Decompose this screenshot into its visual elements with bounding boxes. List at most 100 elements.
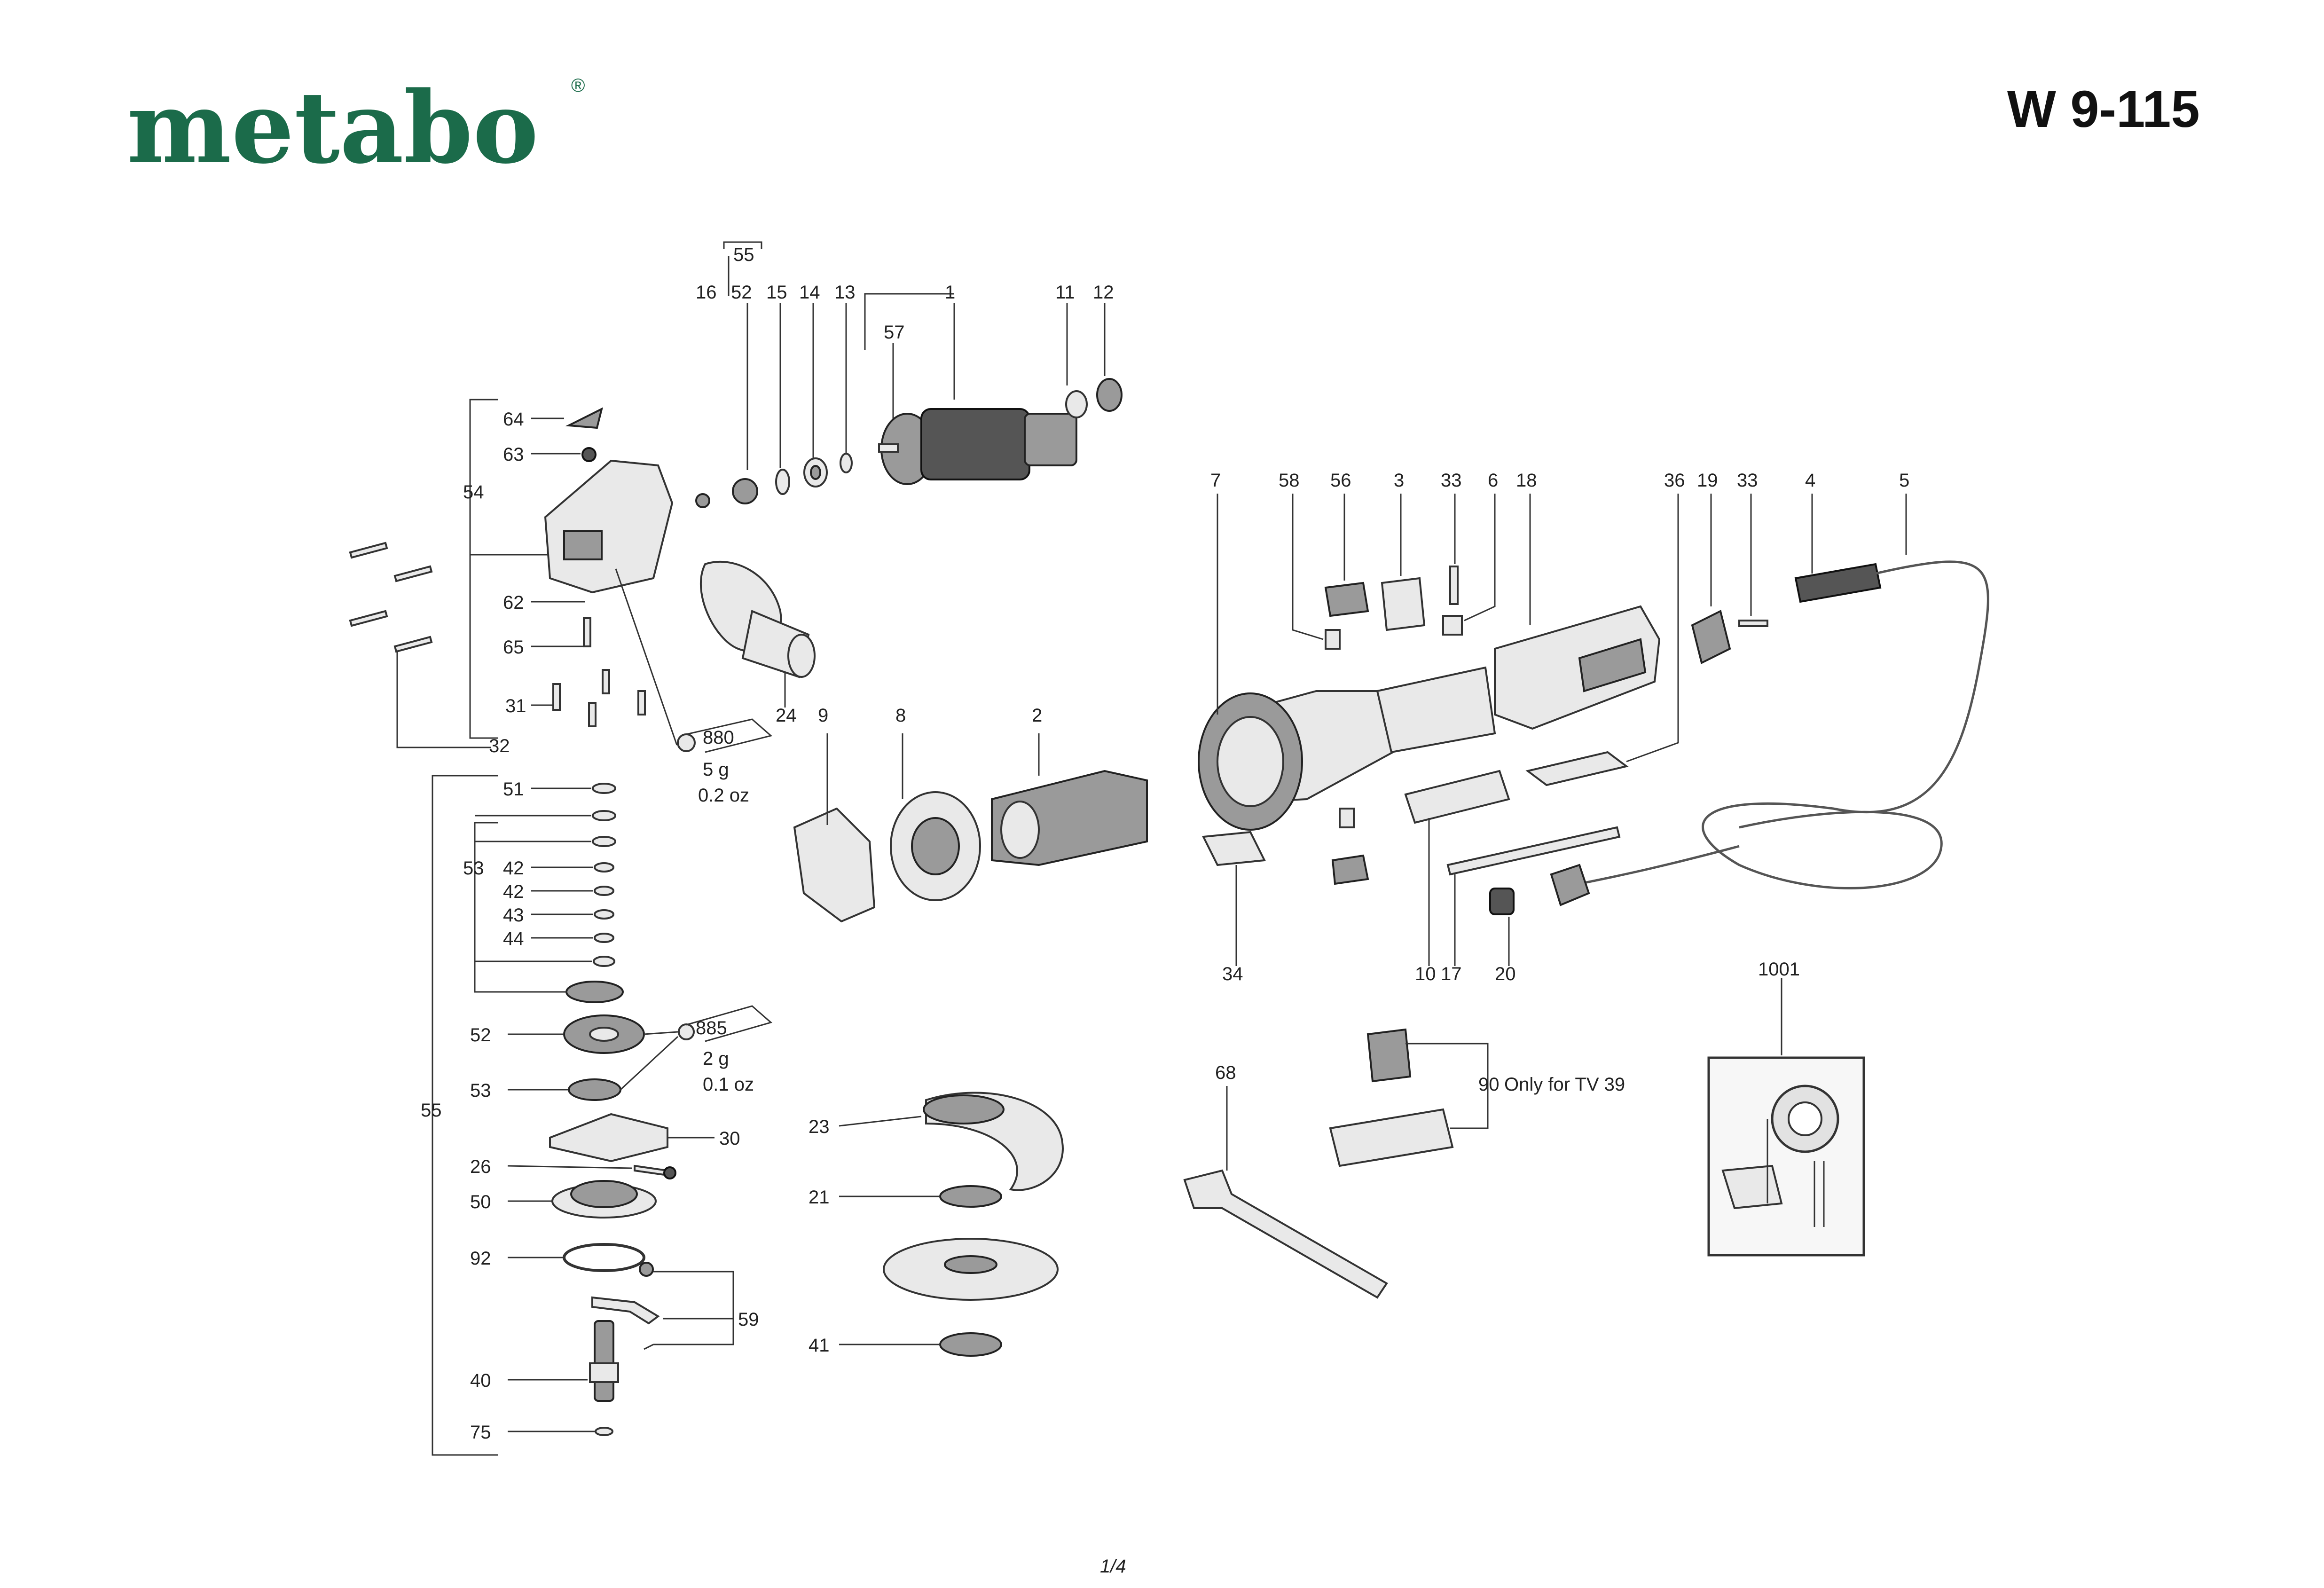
screw-32a xyxy=(349,542,388,559)
part-51 xyxy=(592,783,616,794)
callout-15: 15 xyxy=(766,282,787,303)
part-4-sleeve xyxy=(1794,563,1882,603)
callout-42-a: 42 xyxy=(503,858,524,879)
part-59-button xyxy=(639,1262,654,1277)
callout-64: 64 xyxy=(503,409,524,430)
guard-collar xyxy=(923,1094,1005,1124)
callout-52-top: 52 xyxy=(731,282,752,303)
callout-8: 8 xyxy=(895,705,906,726)
screw-32c xyxy=(349,610,388,627)
leader-grease-885 xyxy=(644,1031,678,1035)
inset-1001 xyxy=(1707,978,1865,1257)
note-tv39: Only for TV 39 xyxy=(1504,1074,1625,1095)
washer-c xyxy=(593,956,615,967)
grease-dot-885 xyxy=(678,1023,695,1040)
leader-23 xyxy=(839,1116,922,1127)
gear-head-group xyxy=(349,399,816,753)
callout-41: 41 xyxy=(809,1335,830,1356)
wrench-group xyxy=(1183,1086,1388,1299)
callout-68: 68 xyxy=(1215,1062,1236,1083)
callout-10: 10 xyxy=(1415,964,1436,984)
part-15 xyxy=(775,469,790,495)
part-14-bore xyxy=(810,465,821,480)
bracket-1 xyxy=(864,293,954,350)
housing-mouth xyxy=(1217,716,1284,807)
inset-wires xyxy=(1767,1119,1825,1227)
part-30-gasket xyxy=(549,1113,668,1163)
callout-18: 18 xyxy=(1516,470,1537,491)
leader-grease-880 xyxy=(615,568,678,746)
part-13 xyxy=(840,453,853,473)
tv39-group xyxy=(1329,1028,1489,1167)
callout-16: 16 xyxy=(696,282,717,303)
leader-grease-885b xyxy=(620,1036,679,1091)
part-20 xyxy=(1489,888,1515,915)
switch-part-lower xyxy=(1331,854,1369,885)
callout-62: 62 xyxy=(503,592,524,613)
part-65 xyxy=(583,617,591,647)
grease-tag-880 xyxy=(686,718,773,753)
part-5-cable xyxy=(1702,560,1989,889)
callout-59: 59 xyxy=(738,1309,759,1330)
callout-43: 43 xyxy=(503,905,524,926)
spindle-stack xyxy=(432,775,773,1456)
guard-group xyxy=(839,1092,1064,1357)
part-44 xyxy=(594,933,614,943)
inset-box xyxy=(1707,1056,1865,1257)
cable-tail xyxy=(1579,845,1740,885)
washer-b xyxy=(592,836,616,847)
part-53-bearing xyxy=(568,1078,621,1101)
callout-1: 1 xyxy=(945,282,955,303)
part-64 xyxy=(565,407,603,429)
cover-grip xyxy=(1578,638,1647,692)
model-title: W 9-115 xyxy=(2007,80,2200,138)
callout-9: 9 xyxy=(818,705,828,726)
callout-5: 5 xyxy=(1899,470,1909,491)
callout-labels: 55 16 52 15 14 13 1 57 11 12 64 63 54 62… xyxy=(421,244,1909,1443)
metabo-logo: metabo xyxy=(127,70,539,186)
callout-26: 26 xyxy=(470,1156,491,1177)
part-18-cover xyxy=(1494,605,1661,730)
cable-group xyxy=(1550,494,1989,906)
callout-19: 19 xyxy=(1697,470,1718,491)
part-59-spring xyxy=(644,1344,654,1350)
part-34-label xyxy=(1201,831,1266,866)
grease-dot-880 xyxy=(677,733,696,752)
screw-31d xyxy=(588,702,597,727)
callout-6: 6 xyxy=(1488,470,1498,491)
callout-1001: 1001 xyxy=(1758,959,1800,980)
motor-group xyxy=(793,494,1496,923)
handle-24-end xyxy=(787,634,816,678)
housing-rear xyxy=(1376,666,1496,754)
callout-75: 75 xyxy=(470,1422,491,1443)
callout-23: 23 xyxy=(809,1116,830,1137)
stator-bore xyxy=(1000,801,1040,859)
part-41-nut xyxy=(939,1332,1002,1357)
part-75 xyxy=(595,1427,613,1436)
callout-31: 31 xyxy=(505,696,526,716)
flange-hub xyxy=(570,1180,638,1208)
grease-880-code: 880 xyxy=(703,727,734,748)
callout-14: 14 xyxy=(799,282,820,303)
callout-52-b: 52 xyxy=(470,1025,491,1046)
leader-58 xyxy=(1292,494,1324,640)
part-58 xyxy=(1325,629,1341,650)
grease-880-weight: 5 g xyxy=(703,759,729,780)
callout-53-b: 53 xyxy=(470,1080,491,1101)
callout-42-b: 42 xyxy=(503,881,524,902)
part-52-pinion xyxy=(732,478,758,504)
callout-33-a: 33 xyxy=(1441,470,1462,491)
plug xyxy=(1550,864,1590,906)
part-31 xyxy=(552,683,561,711)
inset-bracket xyxy=(1721,1164,1783,1210)
callout-56: 56 xyxy=(1330,470,1351,491)
bracket-90 xyxy=(1405,1043,1489,1129)
part-92-oring xyxy=(563,1243,645,1272)
disc-center xyxy=(944,1255,997,1274)
callout-11: 11 xyxy=(1055,282,1075,303)
bracket-55-top xyxy=(723,241,762,249)
gear-hub xyxy=(589,1027,619,1042)
bracket-55 xyxy=(432,775,498,1456)
callout-53-a: 53 xyxy=(463,858,484,879)
